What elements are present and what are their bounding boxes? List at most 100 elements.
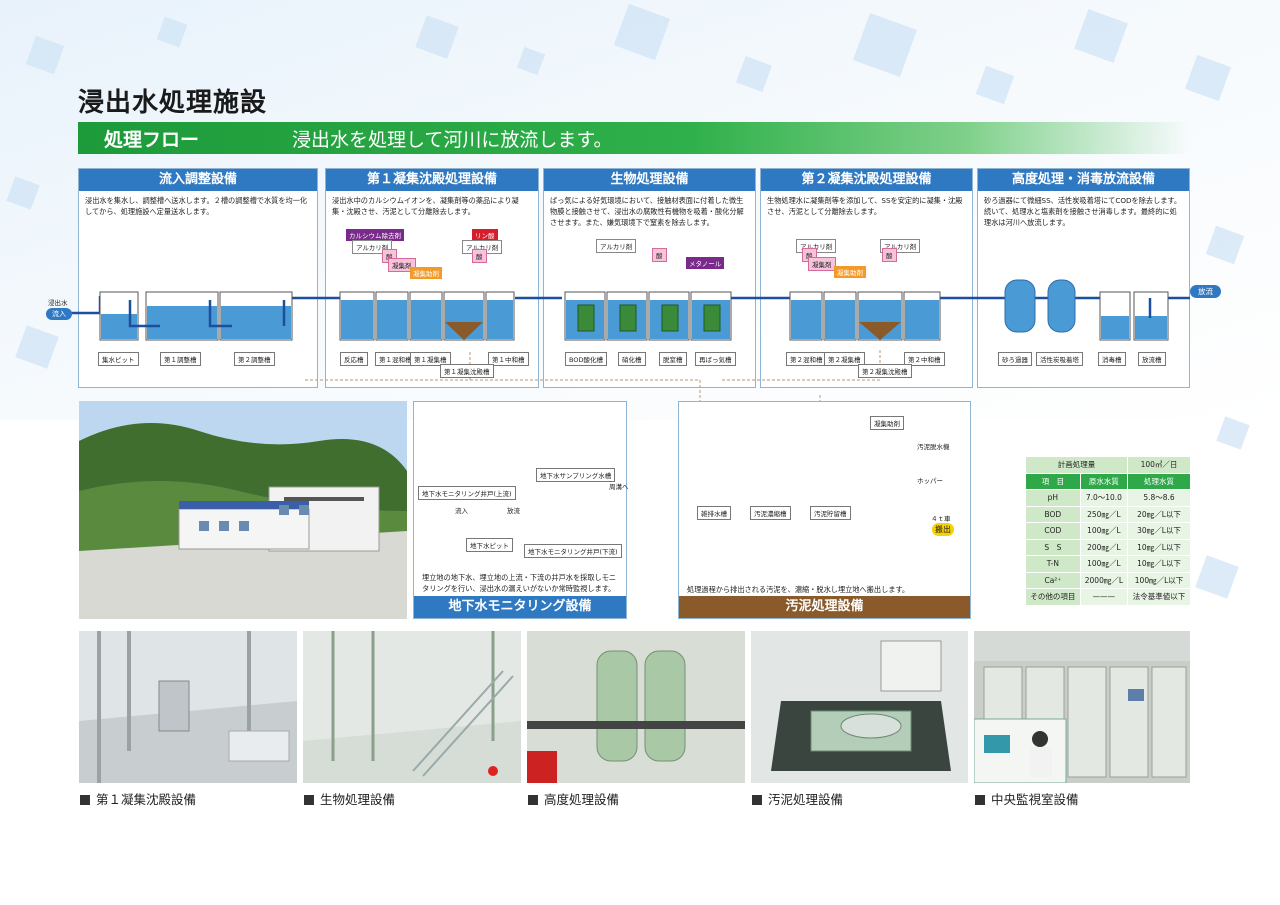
sludge-label: ホッパー [917,477,943,485]
tank-label: 活性炭吸着塔 [1036,352,1083,366]
chem-tag: メタノール [686,257,725,269]
col-header: 項 目 [1025,472,1081,490]
capacity-label: 計画処理量 [1024,456,1129,474]
section-desc: ばっ気による好気環境において、接触材表面に付着した微生物膜と接触させて、浸出水の… [550,196,744,227]
quality-table: 計画処理量 100㎥／日 項 目 原水水質 処理水質 pH 7.0〜10.0 5… [1024,456,1191,606]
cell: 200㎎／L [1079,538,1129,556]
caption-text: 汚泥処理設備 [768,792,844,807]
photo-caption: 高度処理設備 [528,789,619,808]
table-row: Ca²⁺ 2000㎎／L 100㎎／L以下 [1025,571,1191,589]
photo-control-room [974,631,1190,783]
cell: Ca²⁺ [1025,571,1081,589]
tank-label: 再ばっ気槽 [695,352,736,366]
chem-tag: 酸 [652,248,667,262]
sludge-label: 汚泥貯留槽 [810,506,851,520]
tank-label: 砂ろ過器 [998,352,1032,366]
cell: 5.8〜8.6 [1127,489,1191,507]
photo-advanced [527,631,745,783]
chem-tag: リン酸 [472,229,498,241]
table-row: T-N 100㎎／L 10㎎／L以下 [1025,555,1191,573]
chem-tag: 凝集助剤 [834,266,866,278]
tank-label: 集水ピット [98,352,139,366]
section-advanced: 高度処理・消毒放流設備 砂ろ過器にて微細SS、活性炭吸着塔にてCODを除去します… [977,168,1190,388]
tank-label: 第２凝集槽 [824,352,865,366]
cell: 10㎎／L以下 [1127,555,1191,573]
cell: 100㎎／L [1079,555,1129,573]
photo-bio [303,631,521,783]
section-head: 高度処理・消毒放流設備 [978,169,1189,191]
cell: 10㎎／L以下 [1127,538,1191,556]
table-row: pH 7.0〜10.0 5.8〜8.6 [1025,489,1191,507]
section-inflow: 流入調整設備 浸出水を集水し、調整槽へ送水します。２槽の調整槽で水質を均一化して… [78,168,318,388]
banner-subtitle: 浸出水を処理して河川に放流します。 [292,128,613,151]
banner-label: 処理フロー [104,128,200,151]
inflow-tag: 流入 [46,308,72,320]
chem-tag: 凝集剤 [388,258,416,272]
section-head: 生物処理設備 [544,169,755,191]
tank-label: 第１中和槽 [488,352,529,366]
section-desc: 生物処理水に凝集剤等を添加して、SSを安定的に凝集・沈殿させ、汚泥として分離除去… [767,196,963,216]
gw-label: 地下水ピット [466,538,513,552]
tank-label: 第２凝集沈殿槽 [858,364,912,378]
tank-label: 脱窒槽 [659,352,687,366]
tank-label: BOD酸化槽 [565,352,607,366]
section-desc: 浸出水中のカルシウムイオンを、凝集剤等の薬品により凝集・沈殿させ、汚泥として分離… [332,196,519,216]
caption-text: 高度処理設備 [544,792,620,807]
sludge-label: 汚泥脱水機 [917,443,950,451]
photo-caption: 汚泥処理設備 [752,789,843,808]
section-desc: 浸出水を集水し、調整槽へ送水します。２槽の調整槽で水質を均一化してから、処理施設… [85,196,308,216]
groundwater-panel: 埋立地の地下水、埋立地の上流・下流の井戸水を採取しモニタリングを行い、浸出水の漏… [413,401,627,619]
square-bullet-icon [528,795,538,805]
tank-label: 反応槽 [340,352,368,366]
gw-label: 地下水サンプリング水槽 [536,468,616,482]
sludge-title: 汚泥処理設備 [679,596,970,618]
gw-label: 流入 [455,507,468,515]
cell: BOD [1025,505,1081,523]
flow-banner: 処理フロー 浸出水を処理して河川に放流します。 [78,122,1190,154]
sludge-label: 搬出 [932,523,954,536]
tank-label: 第２中和槽 [904,352,945,366]
photo-sludge [751,631,968,783]
gw-label: 地下水モニタリング井戸(上流) [418,486,516,500]
sludge-label: ４ｔ車 [931,515,951,523]
table-row: COD 100㎎／L 30㎎／L以下 [1025,522,1191,540]
tank-label: 第２調整槽 [234,352,275,366]
cell: 20㎎／L以下 [1127,505,1191,523]
chem-tag: 凝集助剤 [410,267,442,279]
section-head: 第１凝集沈殿処理設備 [326,169,538,191]
photo-coag1 [79,631,297,783]
outflow-tag: 放流 [1190,285,1221,298]
cell: 法令基準値以下 [1127,588,1191,606]
cell: 250㎎／L [1079,505,1129,523]
cell: S S [1025,538,1081,556]
facility-exterior-photo [79,401,407,619]
photo-caption: 生物処理設備 [304,789,395,808]
cell: その他の項目 [1025,588,1081,606]
sludge-label: 汚泥濃縮槽 [750,506,791,520]
cell: T-N [1025,555,1081,573]
section-desc: 砂ろ過器にて微細SS、活性炭吸着塔にてCODを除去します。続いて、処理水と塩素剤… [984,196,1182,227]
groundwater-title: 地下水モニタリング設備 [414,596,626,618]
caption-text: 生物処理設備 [320,792,396,807]
tank-label: 第１凝集槽 [410,352,451,366]
cell: 100㎎／L [1079,522,1129,540]
gw-label: 周溝へ [609,483,629,491]
groundwater-desc: 埋立地の地下水、埋立地の上流・下流の井戸水を採取しモニタリングを行い、浸出水の漏… [422,573,617,593]
photo-caption: 中央監視室設備 [975,789,1079,808]
cell: pH [1025,489,1081,507]
gw-label: 地下水モニタリング井戸(下流) [524,544,622,558]
square-bullet-icon [304,795,314,805]
cell: 7.0〜10.0 [1079,489,1129,507]
gw-label: 放流 [507,507,520,515]
tank-label: 硝化槽 [618,352,646,366]
cell: 30㎎／L以下 [1127,522,1191,540]
capacity-value: 100㎥／日 [1127,456,1191,474]
chem-tag: アルカリ剤 [596,239,637,253]
chem-tag: 凝集剤 [808,257,836,271]
chem-tag: 酸 [472,249,487,263]
photo-caption: 第１凝集沈殿設備 [80,789,196,808]
caption-text: 第１凝集沈殿設備 [96,792,197,807]
tank-label: 第１凝集沈殿槽 [440,364,494,378]
chem-tag: 酸 [882,248,897,262]
section-head: 流入調整設備 [79,169,317,191]
